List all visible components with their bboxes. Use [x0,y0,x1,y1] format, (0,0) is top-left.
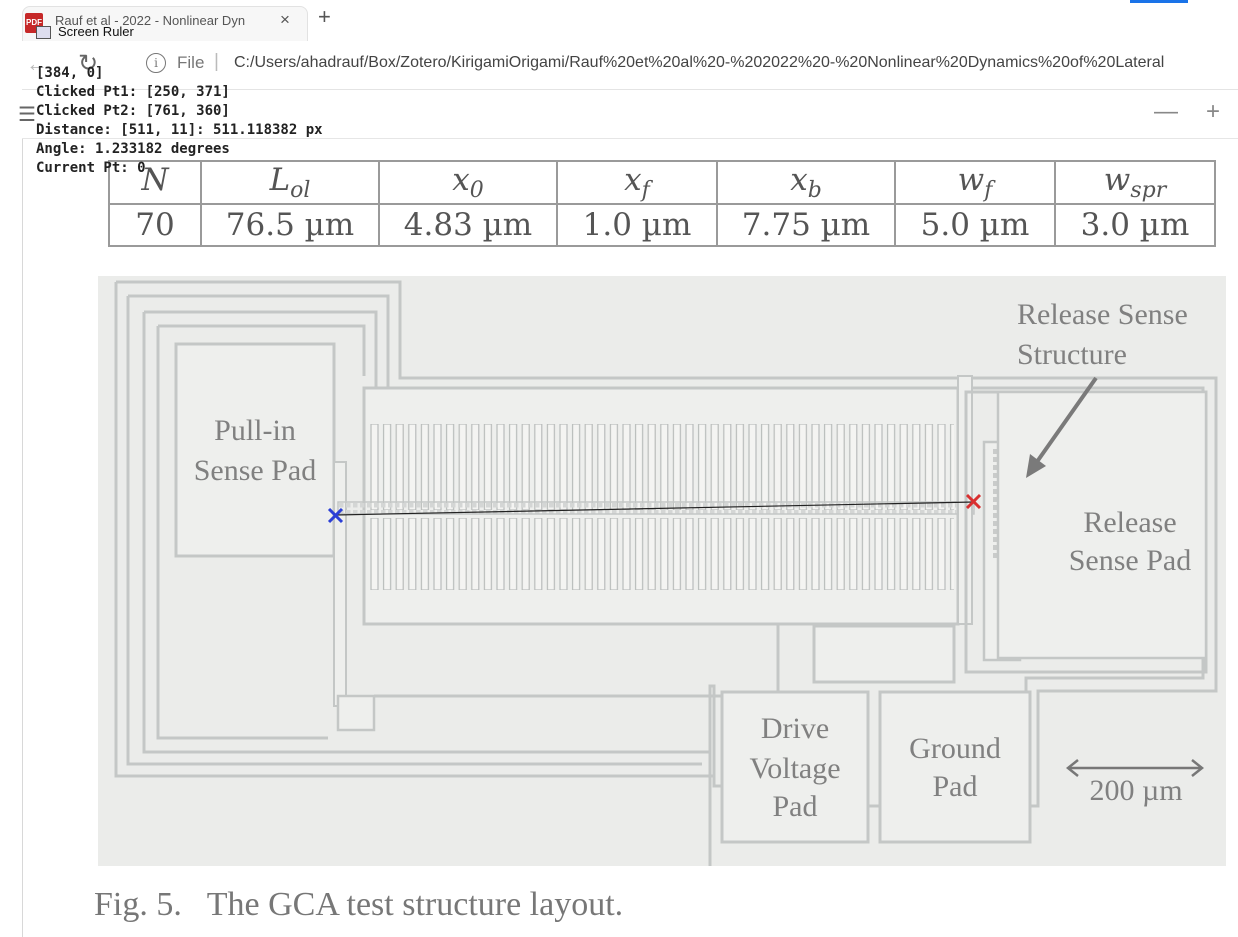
value-x-f: 1.0 µm [556,203,718,247]
browser-tab-strip: PDF Rauf et al - 2022 - Nonlinear Dyn × … [0,0,1238,41]
window-accent-bar [1130,0,1188,3]
gca-layout-figure: Release Sense Structure Pull-in Sense Pa… [98,276,1226,866]
zoom-out-button[interactable]: — [1154,98,1178,125]
new-tab-button[interactable]: + [318,4,331,29]
drive-voltage-pad [720,690,870,844]
header-n: N [108,160,202,205]
close-tab-icon[interactable]: × [280,10,290,29]
tab-title: Rauf et al - 2022 - Nonlinear Dyn [55,13,246,28]
ruler-point-2: Clicked Pt2: [761, 360] [36,103,230,119]
figure-caption: Fig. 5. The GCA test structure layout. [94,886,624,923]
anchor-square [336,694,376,732]
ruler-distance: Distance: [511, 11]: 511.118382 px [36,122,323,138]
header-x-f: xf [556,160,718,205]
url-input[interactable]: C:/Users/ahadrauf/Box/Zotero/KirigamiOri… [234,54,1165,71]
info-icon[interactable]: i [146,53,166,73]
release-sense-pad [996,390,1208,660]
address-bar: ← ↻ i File | C:/Users/ahadrauf/Box/Zoter… [22,41,1238,90]
label-pullin-1: Pull-in [214,414,296,447]
label-drive-2: Voltage [749,752,840,785]
ruler-end-marker [965,493,982,510]
header-l-ol: Lol [200,160,380,205]
value-n: 70 [108,203,202,247]
header-w-f: wf [894,160,1056,205]
ruler-current-point: Current Pt: 0 [36,160,146,176]
browser-tab[interactable]: PDF Rauf et al - 2022 - Nonlinear Dyn × [22,6,308,41]
ruler-angle: Angle: 1.233182 degrees [36,141,230,157]
label-pullin-2: Sense Pad [194,454,317,487]
header-w-spr: wspr [1054,160,1216,205]
ruler-point-1: Clicked Pt1: [250, 371] [36,84,230,100]
label-drive-1: Drive [761,712,829,745]
zoom-in-button[interactable]: + [1206,98,1221,125]
label-ground-1: Ground [909,732,1001,765]
label-release-sense-2: Structure [1017,338,1127,371]
ground-pad [878,690,1032,844]
value-x-0: 4.83 µm [378,203,558,247]
ruler-cursor: [384, 0] [36,65,104,81]
label-ground-2: Pad [933,770,978,803]
label-release-sense-1: Release Sense [1017,298,1188,331]
header-x-b: xb [716,160,896,205]
pullin-sense-pad [174,342,336,558]
table-value-row: 70 76.5 µm 4.83 µm 1.0 µm 7.75 µm 5.0 µm… [108,203,1216,247]
page-left-border [22,139,23,937]
release-structure-arrow [1032,376,1098,468]
menu-icon[interactable]: ☰ [18,104,36,126]
file-scheme-label: File [177,53,205,72]
value-l-ol: 76.5 µm [200,203,380,247]
back-arrow-icon[interactable]: ← [26,51,48,76]
label-scale: 200 µm [1089,774,1182,807]
label-drive-3: Pad [773,790,818,823]
url-separator: | [214,51,219,72]
table-header-row: N Lol x0 xf xb wf wspr [108,160,1216,205]
header-x-0: x0 [378,160,558,205]
value-x-b: 7.75 µm [716,203,896,247]
label-release-pad-1: Release [1083,506,1176,539]
ruler-window-title: Screen Ruler [58,24,134,39]
value-w-spr: 3.0 µm [1054,203,1216,247]
ruler-start-marker [327,507,344,524]
pdf-toolbar: ☰ — + [18,90,1238,139]
parameter-table: N Lol x0 xf xb wf wspr 70 76.5 µm 4.83 µ… [108,160,1216,247]
ruler-readout: [384, 0] Clicked Pt1: [250, 371] Clicked P… [36,64,323,178]
ruler-app-icon [36,26,51,39]
label-release-pad-2: Sense Pad [1069,544,1192,577]
value-w-f: 5.0 µm [894,203,1056,247]
scale-bar-arrow [1065,759,1205,777]
reload-icon[interactable]: ↻ [78,50,99,77]
ruler-measurement-line [335,501,975,516]
